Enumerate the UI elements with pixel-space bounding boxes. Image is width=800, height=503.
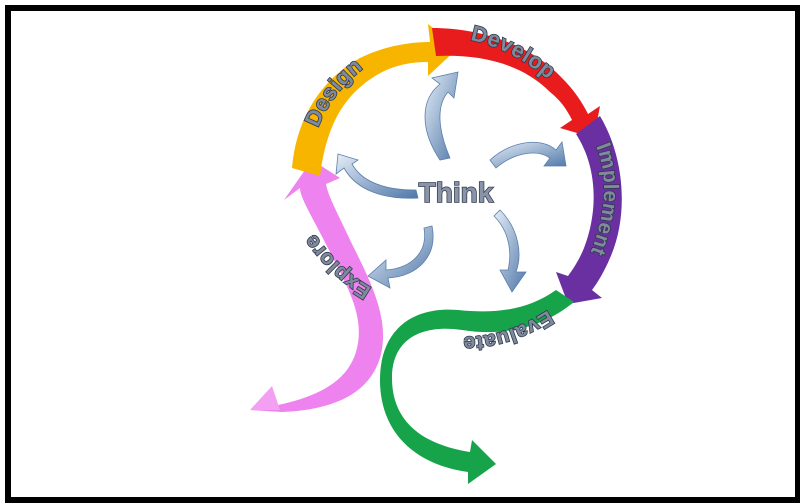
evaluate-arrow — [380, 290, 574, 484]
design-arrow-body — [292, 24, 458, 176]
develop-arrow — [432, 28, 600, 138]
spoke-arrow-down-left — [367, 225, 434, 289]
spoke-arrow-right-up — [489, 141, 567, 169]
design-arrow — [292, 24, 458, 176]
implement-arrow-body — [556, 116, 622, 304]
evaluate-arrow-body — [380, 290, 574, 484]
explore-arrow — [250, 160, 384, 412]
explore-arrow-body — [250, 160, 384, 412]
center-label: Think — [419, 177, 494, 208]
develop-arrow-body — [432, 28, 600, 138]
spoke-arrows — [335, 71, 567, 293]
implement-arrow — [556, 116, 622, 304]
spoke-arrow-up — [424, 71, 459, 161]
spoke-arrow-left — [335, 153, 419, 199]
spoke-arrow-down-right — [493, 209, 527, 293]
